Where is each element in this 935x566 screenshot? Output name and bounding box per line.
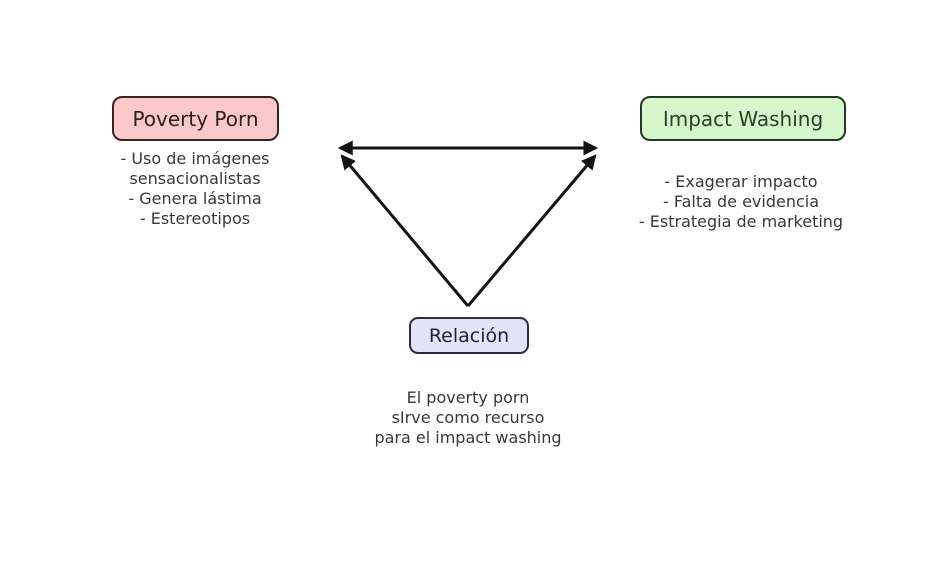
connector-right-diagonal-arrow — [466, 154, 597, 307]
bullet-line: sensacionalistas — [129, 169, 261, 188]
bullet-line: - Uso de imágenes — [120, 149, 270, 168]
bullet-line: - Falta de evidencia — [662, 192, 820, 211]
poverty-porn-bullet-list: - Uso de imágenes sensacionalistas - Gen… — [95, 149, 295, 229]
node-poverty-porn: Poverty Porn — [112, 96, 279, 141]
node-relacion-label: Relación — [428, 324, 510, 347]
bullet-line: - Estrategia de marketing — [638, 212, 844, 231]
node-impact-washing-label: Impact Washing — [662, 106, 824, 131]
caption-line: El poverty porn — [406, 388, 530, 407]
connector-left-diagonal-arrow — [340, 154, 470, 307]
impact-washing-bullet-list: - Exagerar impacto - Falta de evidencia … — [610, 172, 872, 232]
bullet-line: - Genera lástima — [128, 189, 262, 208]
bullet-line: - Estereotipos — [139, 209, 251, 228]
caption-line: sIrve como recurso — [391, 408, 545, 427]
relacion-caption: El poverty porn sIrve como recurso para … — [350, 388, 586, 448]
node-poverty-porn-label: Poverty Porn — [132, 106, 259, 131]
node-impact-washing: Impact Washing — [640, 96, 846, 141]
bullet-line: - Exagerar impacto — [664, 172, 818, 191]
node-relacion: Relación — [409, 317, 529, 354]
caption-line: para el impact washing — [374, 428, 562, 447]
